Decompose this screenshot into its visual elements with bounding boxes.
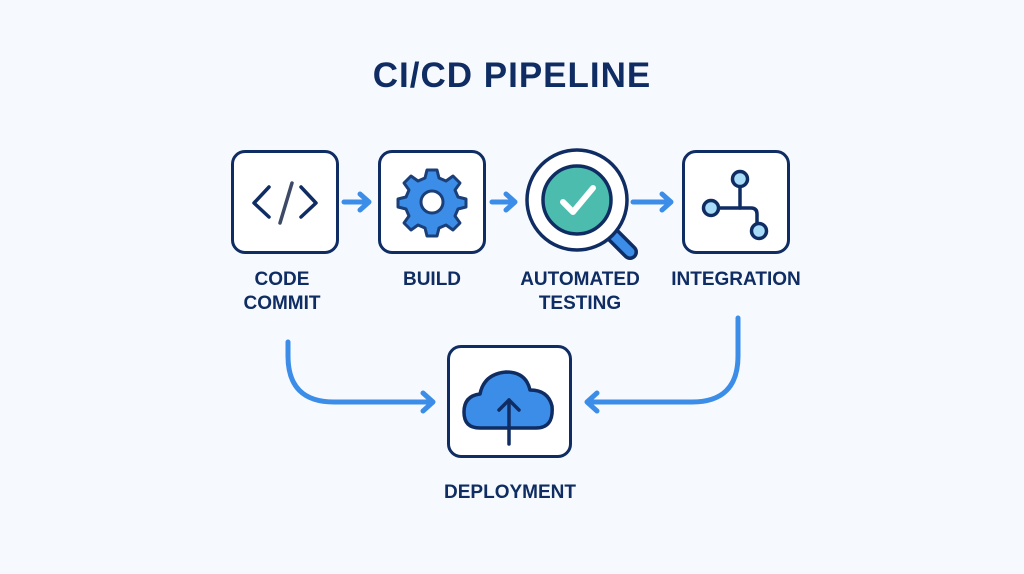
edge-build-to-testing [489, 191, 518, 213]
code-brackets-icon [252, 181, 318, 225]
edge-integration-to-deployment [584, 315, 741, 414]
stage-automated-testing[interactable] [520, 144, 650, 269]
edge-testing-to-integration [630, 191, 674, 213]
diagram-title: CI/CD PIPELINE [372, 56, 652, 95]
label-line: COMMIT [243, 293, 321, 314]
label-line: BUILD [402, 269, 462, 290]
edge-code-commit-to-deployment [285, 339, 436, 414]
stage-integration[interactable] [682, 150, 790, 254]
stage-code-commit[interactable] [231, 150, 339, 254]
label-line: INTEGRATION [671, 269, 801, 290]
stage-label-integration: INTEGRATION [656, 268, 816, 292]
git-merge-icon [701, 169, 769, 241]
stage-label-deployment: DEPLOYMENT [430, 481, 590, 505]
label-line: CODE [254, 269, 310, 290]
gear-icon [396, 168, 468, 238]
stage-deployment[interactable] [447, 345, 572, 458]
label-line: AUTOMATED [520, 269, 640, 290]
stage-label-automated-testing: AUTOMATED TESTING [500, 268, 660, 316]
label-line: DEPLOYMENT [444, 482, 576, 503]
stage-label-code-commit: CODE COMMIT [202, 268, 362, 316]
cloud-upload-icon [462, 370, 554, 446]
stage-build[interactable] [378, 150, 486, 254]
edge-code-commit-to-build [341, 191, 372, 213]
stage-label-build: BUILD [352, 268, 512, 292]
label-line: TESTING [538, 293, 622, 314]
magnifier-check-icon [525, 148, 638, 260]
